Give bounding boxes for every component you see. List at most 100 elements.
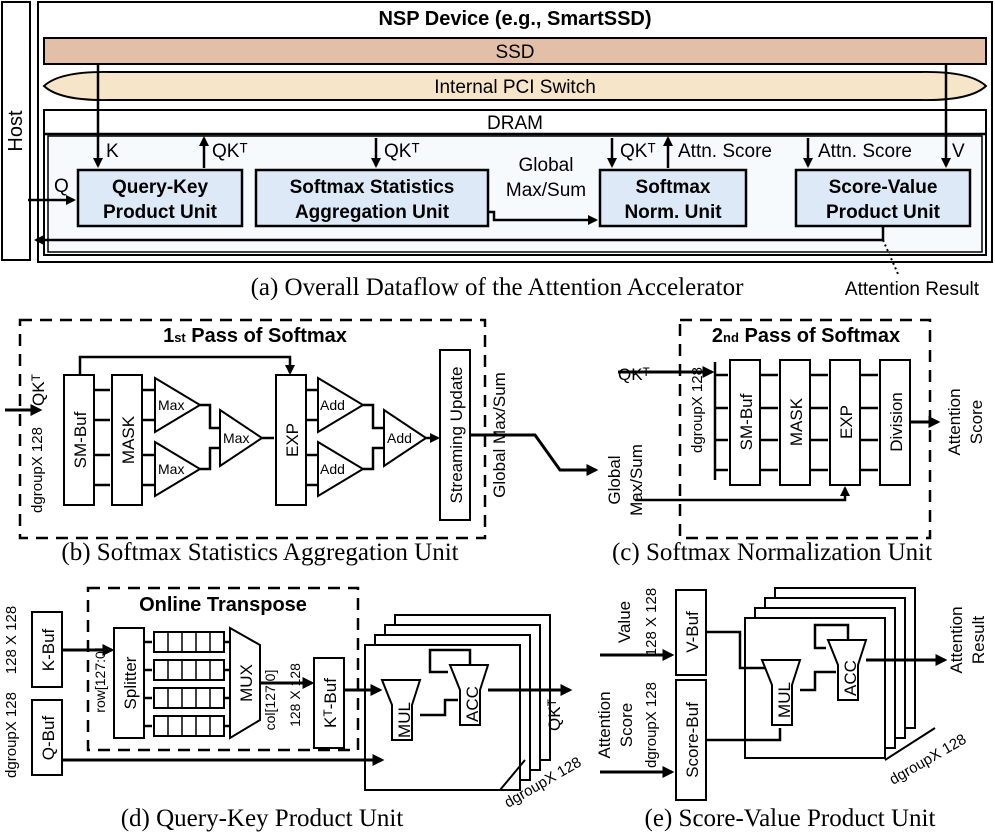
dram-label: DRAM: [487, 113, 543, 134]
max-2-label: Max: [158, 461, 184, 477]
v-buf-label: V-Buf: [683, 611, 702, 653]
caption-d: (d) Query-Key Product Unit: [121, 805, 404, 832]
division-c: [879, 359, 911, 486]
d-dim-q: dgroupX 128: [3, 692, 20, 778]
online-transpose-dashed-box: [86, 586, 360, 752]
acc-e-label: ACC: [841, 660, 860, 696]
v-label: V: [952, 141, 965, 162]
e-dim-s: dgroupX 128: [643, 682, 660, 768]
global-label: Global: [519, 155, 574, 176]
division-c-label: Division: [887, 392, 906, 452]
acc-d-label: ACC: [463, 686, 482, 722]
d-dim-k: 128 X 128: [3, 606, 20, 674]
pe-array-d: [364, 614, 551, 791]
mask-c-label: MASK: [787, 397, 806, 446]
max-comparator-2: [154, 440, 202, 498]
d-out-label: QKᵀ: [545, 699, 564, 731]
mask-b-label: MASK: [119, 415, 138, 464]
ssd-label: SSD: [495, 42, 534, 63]
sv-unit-line1: Score-Value: [829, 177, 938, 198]
mux-label: MUX: [237, 664, 256, 702]
exp-b: [275, 374, 307, 506]
e-out-line2: Result: [969, 616, 988, 664]
qkt-label-2: QKᵀ: [384, 141, 420, 162]
e-out-line1: Attention: [947, 606, 966, 673]
mask-c: [779, 359, 811, 486]
second-pass-title: 2nd Pass of Softmax: [712, 325, 900, 347]
online-transpose-title: Online Transpose: [139, 594, 307, 616]
ss-unit-line2: Aggregation Unit: [295, 202, 450, 223]
adder-1: [317, 376, 365, 434]
panel-c: 2nd Pass of Softmax QKᵀ dgroupX 128 SM-B…: [605, 318, 986, 566]
caption-e: (e) Score-Value Product Unit: [645, 805, 936, 832]
splitter: [113, 627, 145, 739]
c-out-line2: Score: [967, 400, 986, 444]
ssd-bar: [43, 37, 987, 65]
panel-b: 1st Pass of Softmax QKᵀ dgroupX 128 SM-B…: [5, 318, 599, 566]
c-out-line1: Attention: [945, 388, 964, 455]
score-buf-label: Score-Buf: [683, 702, 702, 778]
score-value-unit: [794, 168, 972, 228]
score-buf: [675, 679, 707, 801]
sn-unit-line1: Softmax: [636, 177, 711, 198]
b-dim-label: dgroupX 128: [29, 427, 46, 513]
c-global-line1: Global: [605, 455, 624, 504]
ss-unit-line1: Softmax Statistics: [290, 177, 455, 198]
panel-e: Value 128 X 128 V-Buf Attention Score dg…: [595, 587, 988, 832]
e-dim-bottom: dgroupX 128: [887, 731, 970, 789]
e-attn-line1: Attention: [595, 691, 614, 758]
qkt-label-1: QKᵀ: [212, 141, 248, 162]
mux: [229, 626, 261, 740]
streaming-update-label: Streaming Update: [447, 366, 466, 503]
attn-score-label-1: Attn. Score: [678, 141, 772, 162]
b-input-label: QKᵀ: [29, 374, 48, 406]
k-buf-label: K-Buf: [39, 628, 58, 671]
mul-d-label: MUL: [395, 702, 414, 738]
mul-e: [760, 659, 802, 726]
acc-e: [826, 639, 868, 701]
row-label: row[127:0]: [92, 647, 108, 712]
acc-d: [448, 664, 490, 726]
qkt-label-3: QKᵀ: [620, 141, 656, 162]
k-label: K: [106, 141, 119, 162]
caption-b: (b) Softmax Statistics Aggregation Unit: [61, 539, 458, 566]
sm-buf-c: [729, 359, 761, 486]
sm-buf-c-label: SM-Buf: [737, 393, 756, 450]
maxsum-label: Max/Sum: [506, 180, 586, 201]
sm-buf-b: [63, 374, 95, 506]
qk-unit-line2: Product Unit: [103, 202, 218, 223]
adder-3: [383, 408, 428, 468]
kt-buf-label: Kᵀ-Buf: [321, 678, 340, 728]
q-buf: [31, 699, 63, 776]
sn-unit-line2: Norm. Unit: [624, 202, 722, 223]
first-pass-title: 1st Pass of Softmax: [163, 325, 347, 347]
splitter-label: Splitter: [121, 656, 140, 709]
exp-b-label: EXP: [283, 423, 302, 457]
host-label: Host: [5, 110, 27, 152]
mul-e-label: MUL: [775, 682, 794, 718]
panel-a: Host NSP Device (e.g., SmartSSD) SSD Int…: [1, 1, 993, 301]
max-comparator-3: [219, 408, 264, 468]
exp-c: [829, 359, 861, 486]
attention-result-label: Attention Result: [845, 279, 980, 300]
e-dim-v: 128 X 128: [643, 588, 660, 656]
nsp-device-title: NSP Device (e.g., SmartSSD): [378, 8, 651, 30]
add-1-label: Add: [320, 397, 345, 413]
v-buf: [675, 589, 707, 676]
adder-2: [317, 440, 365, 498]
d-dim-kt: 128 X 128: [287, 663, 303, 727]
pci-switch-label: Internal PCI Switch: [434, 77, 596, 98]
max-3-label: Max: [223, 430, 249, 446]
max-1-label: Max: [158, 397, 184, 413]
panel-d: 128 X 128 dgroupX 128 K-Buf Q-Buf Online…: [3, 586, 584, 832]
c-global-line2: Max/Sum: [627, 444, 646, 516]
attn-score-label-2: Attn. Score: [818, 141, 912, 162]
mul-d: [380, 679, 422, 741]
caption-c: (c) Softmax Normalization Unit: [612, 539, 932, 566]
caption-a: (a) Overall Dataflow of the Attention Ac…: [251, 274, 745, 301]
add-2-label: Add: [320, 461, 345, 477]
add-3-label: Add: [387, 430, 412, 446]
col-label: col[127:0]: [262, 670, 278, 731]
query-key-unit: [76, 168, 244, 228]
